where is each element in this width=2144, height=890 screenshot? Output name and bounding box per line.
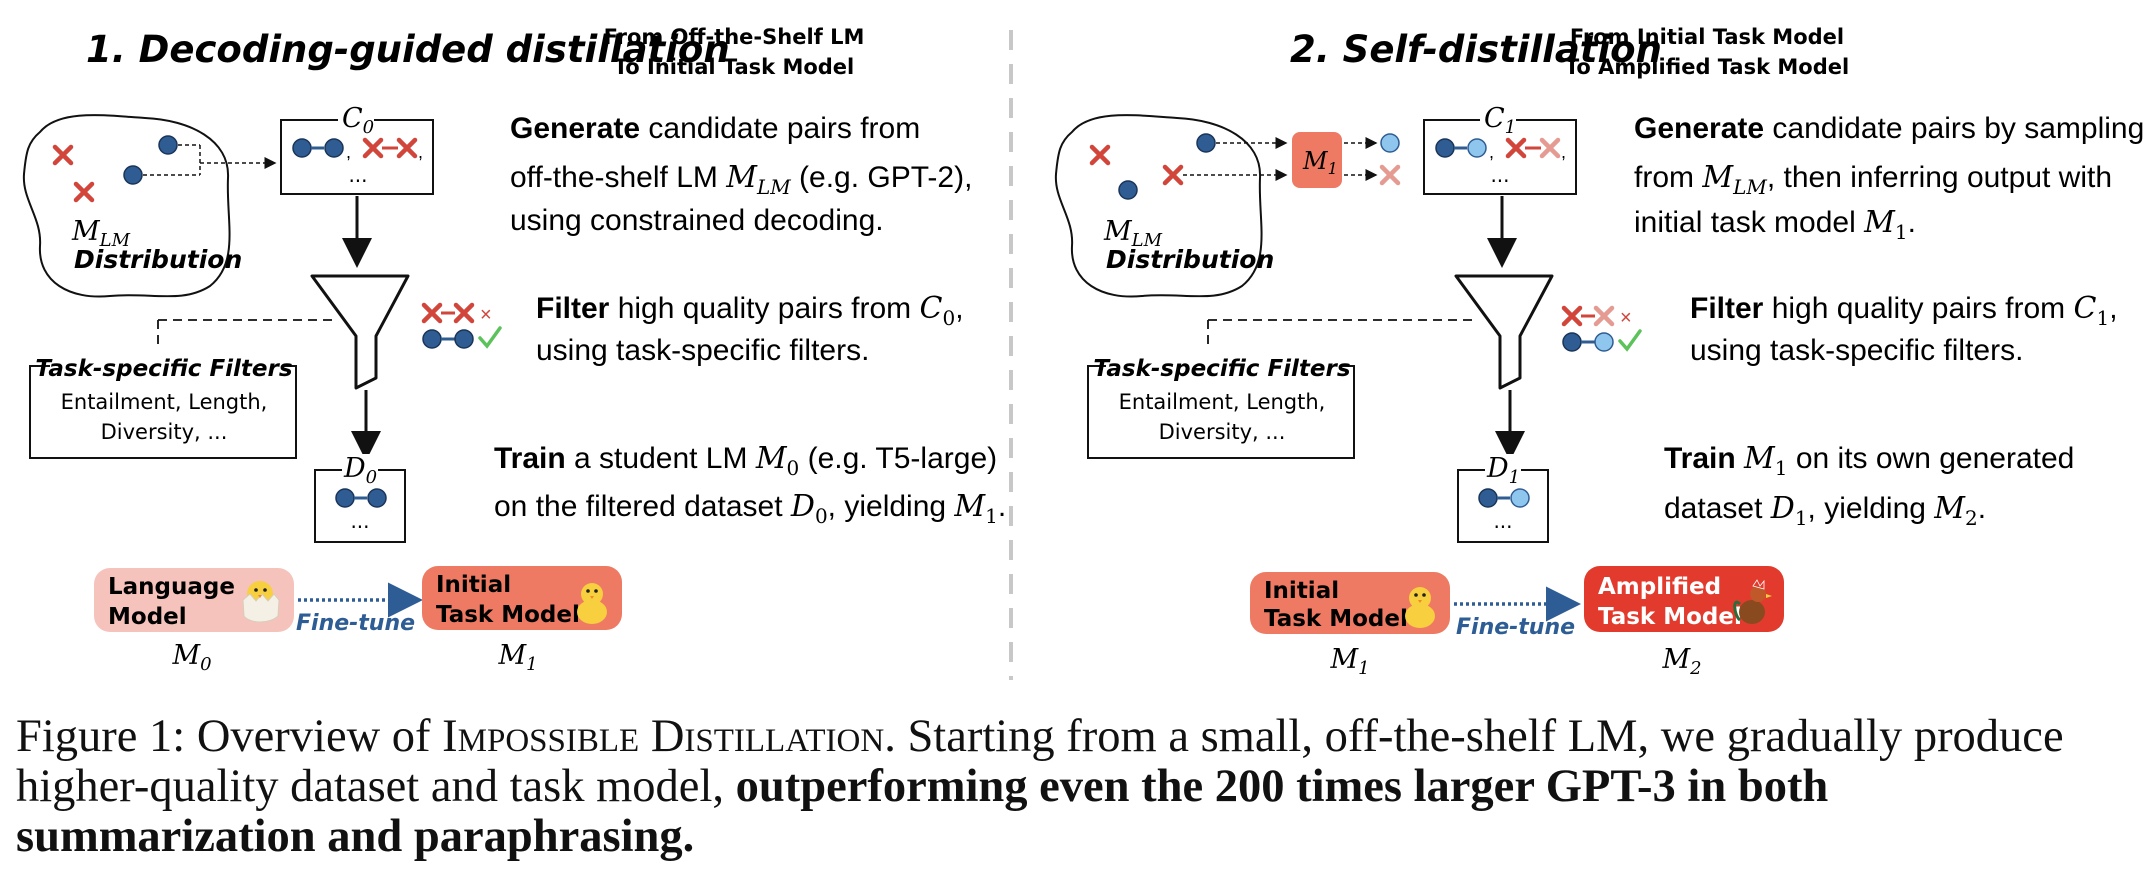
- panel2-subtitle-2: To Amplified Task Model: [1565, 55, 1849, 79]
- svg-text:×: ×: [1620, 307, 1632, 329]
- amplified-task-model-pill: [1584, 566, 1784, 632]
- svg-text:...: ...: [348, 163, 367, 187]
- svg-text:,: ,: [1489, 142, 1494, 162]
- panel2-filter-text: Filter high quality pairs from C1,: [1690, 291, 2118, 330]
- svg-text:Initial: Initial: [436, 572, 511, 598]
- svg-text:Diversity, ...: Diversity, ...: [1159, 420, 1286, 444]
- candidate-symbol: C0: [342, 103, 374, 138]
- hatching-chick-icon: [242, 581, 280, 623]
- svg-text:dataset D1, yielding M2.: dataset D1, yielding M2.: [1664, 491, 1986, 530]
- lm-distribution-blob: [22, 114, 231, 298]
- caption-bold-claim: outperforming even the 200 times larger …: [16, 761, 1829, 862]
- svg-text:Task Model: Task Model: [436, 602, 580, 628]
- figure-caption: Figure 1: Overview of Impossible Distill…: [16, 711, 2064, 862]
- svg-text:on the filtered dataset D0, yi: on the filtered dataset D0, yielding M1.: [494, 489, 1006, 528]
- panel1-subtitle-1: From Off-the-Shelf LM: [604, 25, 865, 49]
- check-icon: [1618, 329, 1642, 352]
- model-a-symbol: M1: [1329, 644, 1369, 679]
- svg-text:Task-specific Filters: Task-specific Filters: [1093, 356, 1350, 382]
- panel1-filter-text: Filter high quality pairs from C0,: [536, 291, 964, 330]
- svg-text:Entailment, Length,: Entailment, Length,: [1119, 390, 1326, 414]
- svg-text:using task-specific filters.: using task-specific filters.: [1690, 334, 2023, 367]
- svg-text:initial task model M1.: initial task model M1.: [1634, 205, 1916, 244]
- distillation-diagram: 1. Decoding-guided distillation From Off…: [22, 25, 2144, 680]
- panel2-generate-text: Generate candidate pairs by sampling: [1634, 112, 2144, 145]
- dist-symbol: MLM: [71, 216, 131, 251]
- svg-text:...: ...: [350, 509, 369, 533]
- panel1-title: 1. Decoding-guided distillation: [86, 28, 730, 71]
- svg-text:...: ...: [1493, 509, 1512, 533]
- sample-dot-icon: [158, 135, 178, 155]
- svg-text:,: ,: [1561, 142, 1566, 162]
- filter-funnel: [310, 274, 410, 390]
- filter-funnel: [1454, 274, 1554, 390]
- chick-icon: [577, 583, 607, 624]
- dist-label: Distribution: [74, 245, 242, 274]
- svg-text:Task Model: Task Model: [1264, 606, 1408, 632]
- model-b-symbol: M2: [1661, 644, 1701, 679]
- svg-text:from MLM, then inferring outpu: from MLM, then inferring output with: [1634, 160, 2112, 199]
- panel1-generate-text: Generate candidate pairs from: [510, 112, 920, 145]
- svg-text:C1: C1: [1484, 103, 1516, 138]
- svg-text:...: ...: [1490, 163, 1509, 187]
- svg-text:Model: Model: [108, 604, 187, 630]
- svg-text:Diversity, ...: Diversity, ...: [101, 420, 228, 444]
- sample-cross-icon: [76, 184, 92, 200]
- lm-distribution-blob: [1054, 114, 1263, 298]
- initial-task-model-pill: [1250, 572, 1450, 634]
- method-name: Impossible Distillation: [442, 711, 885, 762]
- svg-text:M1: M1: [1302, 147, 1338, 178]
- svg-text:using task-specific filters.: using task-specific filters.: [536, 334, 869, 367]
- panel-self-distillation: 2. Self-distillation From Initial Task M…: [1054, 25, 2144, 679]
- svg-text:D1: D1: [1486, 453, 1520, 488]
- task-filters-title: Task-specific Filters: [35, 356, 292, 382]
- svg-text:off-the-shelf LM MLM (e.g. GPT: off-the-shelf LM MLM (e.g. GPT-2),: [510, 160, 972, 199]
- model-a-symbol: M0: [171, 640, 211, 675]
- svg-text:,: ,: [418, 142, 423, 162]
- svg-text:Task Model: Task Model: [1598, 604, 1742, 630]
- panel2-train-text: Train M1 on its own generated: [1664, 441, 2074, 480]
- panel-decoding-guided: 1. Decoding-guided distillation From Off…: [22, 25, 1006, 675]
- svg-text:MLM: MLM: [1103, 216, 1163, 251]
- svg-text:Amplified: Amplified: [1598, 574, 1721, 600]
- rooster-icon: [1733, 579, 1772, 624]
- svg-text:Distribution: Distribution: [1106, 245, 1274, 274]
- sample-dot-icon: [123, 165, 143, 185]
- svg-text:Fine-tune: Fine-tune: [1456, 615, 1575, 640]
- check-icon: [478, 326, 502, 349]
- panel1-subtitle-2: To Initial Task Model: [614, 55, 855, 79]
- initial-task-model-pill: [422, 566, 622, 630]
- model-b-symbol: M1: [497, 640, 537, 675]
- dataset-symbol: D0: [343, 453, 377, 488]
- panel2-subtitle-1: From Initial Task Model: [1570, 25, 1844, 49]
- svg-text:×: ×: [480, 304, 492, 326]
- chick-icon: [1405, 587, 1435, 628]
- svg-text:Language: Language: [108, 574, 235, 600]
- svg-text:Entailment, Length,: Entailment, Length,: [61, 390, 268, 414]
- sample-cross-icon: [55, 147, 71, 163]
- svg-text:Fine-tune: Fine-tune: [296, 611, 415, 636]
- svg-text:using constrained decoding.: using constrained decoding.: [510, 204, 884, 237]
- panel1-train-text: Train a student LM M0 (e.g. T5-large): [494, 441, 997, 480]
- svg-text:,: ,: [346, 142, 351, 162]
- m1-model-box: [1292, 132, 1342, 188]
- panel2-title: 2. Self-distillation: [1290, 28, 1662, 71]
- svg-text:Initial: Initial: [1264, 578, 1339, 604]
